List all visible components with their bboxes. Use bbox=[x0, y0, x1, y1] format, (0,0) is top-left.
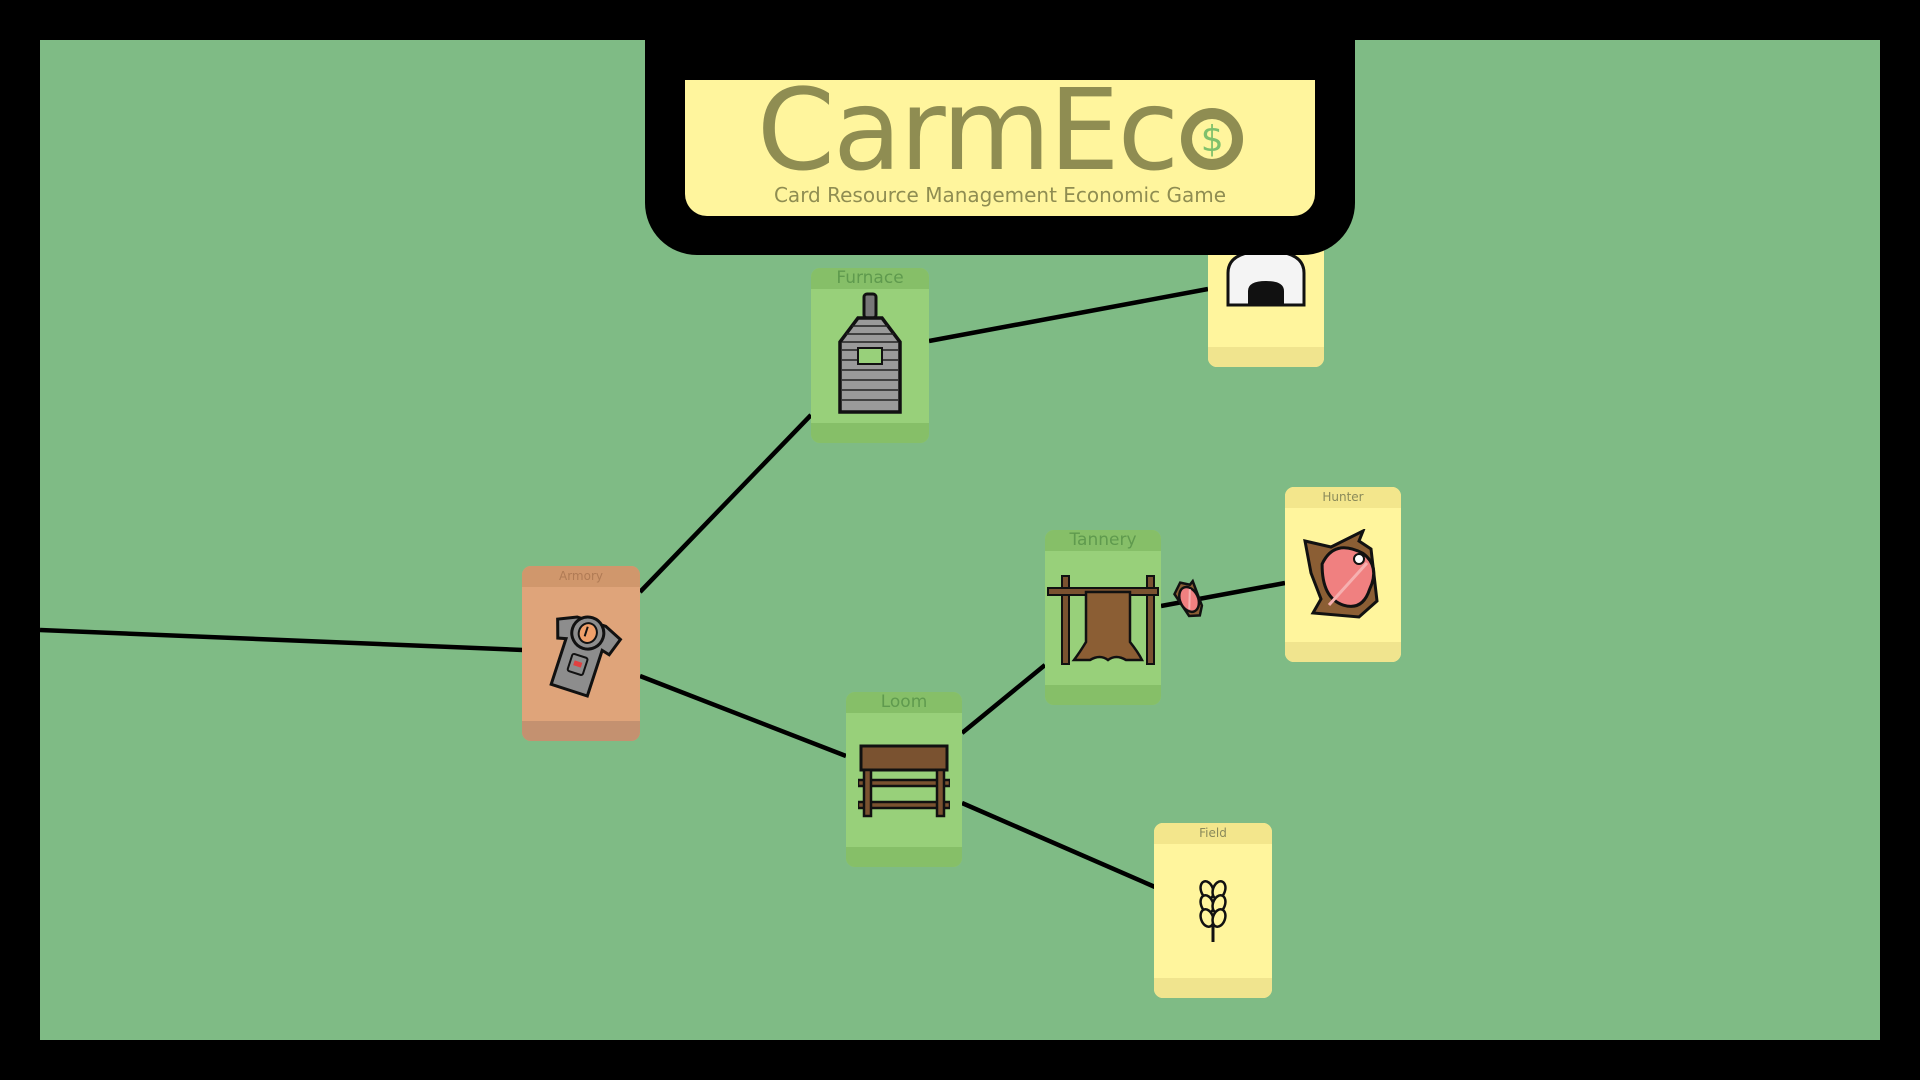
field-card[interactable]: Field bbox=[1154, 823, 1272, 998]
link-loom-field bbox=[961, 800, 1156, 890]
link-furnace-top bbox=[928, 286, 1209, 344]
armory-card[interactable]: Armory bbox=[522, 566, 640, 741]
armor-icon bbox=[549, 615, 623, 698]
raw-hide-icon bbox=[1303, 529, 1379, 619]
title-banner: CarmEc $ Card Resource Management Econom… bbox=[645, 40, 1355, 255]
game-logo: CarmEc $ bbox=[685, 66, 1315, 196]
link-loom-tannery bbox=[960, 663, 1047, 735]
link-offscreen-armory bbox=[40, 627, 524, 653]
stone-arch-icon bbox=[1226, 249, 1306, 307]
link-armory-furnace bbox=[638, 413, 813, 594]
link-armory-loom bbox=[639, 673, 847, 759]
furnace-icon bbox=[838, 292, 902, 414]
wheat-icon bbox=[1199, 880, 1227, 942]
tanning-rack-icon bbox=[1047, 575, 1159, 665]
loom-icon bbox=[858, 744, 950, 818]
furnace-card[interactable]: Furnace bbox=[811, 268, 929, 443]
coin-icon: $ bbox=[1181, 108, 1244, 170]
game-subtitle: Card Resource Management Economic Game bbox=[773, 183, 1227, 207]
tannery-card[interactable]: Tannery bbox=[1045, 530, 1161, 705]
card-title: Field bbox=[1154, 823, 1272, 844]
card-title: Armory bbox=[522, 566, 640, 587]
hide-resource-icon bbox=[1173, 578, 1204, 618]
coin-glyph: $ bbox=[1200, 119, 1224, 160]
logo-text: CarmEc bbox=[756, 66, 1179, 196]
game-board[interactable]: Furnace bbox=[40, 40, 1880, 1040]
hunter-card[interactable]: Hunter bbox=[1285, 487, 1401, 662]
card-title: Furnace bbox=[811, 268, 929, 289]
loom-card[interactable]: Loom bbox=[846, 692, 962, 867]
card-title: Tannery bbox=[1045, 530, 1161, 551]
title-banner-panel: CarmEc $ Card Resource Management Econom… bbox=[685, 75, 1315, 216]
card-title: Hunter bbox=[1285, 487, 1401, 508]
card-title: Loom bbox=[846, 692, 962, 713]
